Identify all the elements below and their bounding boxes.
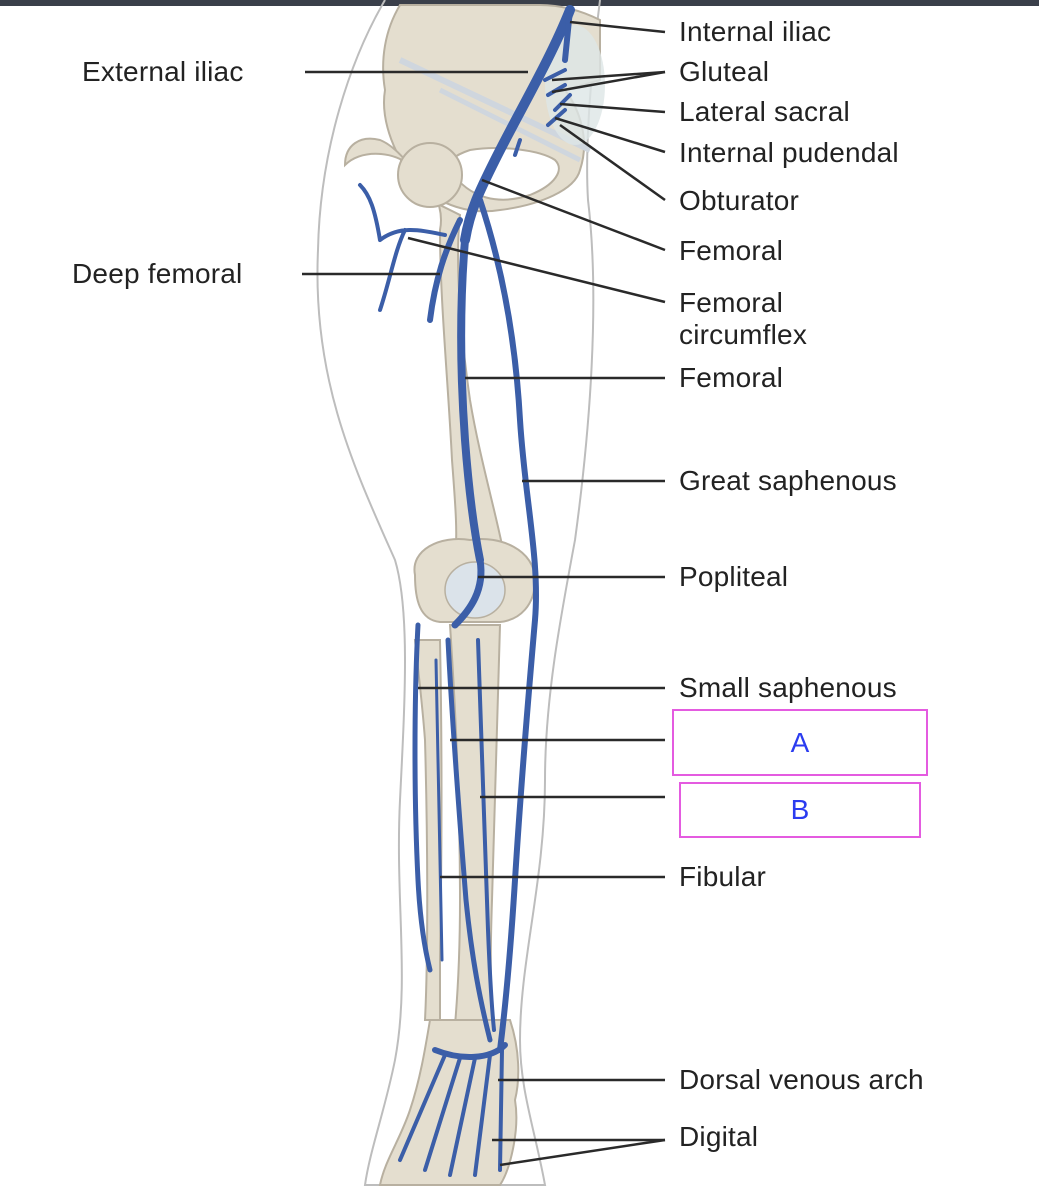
label-internal-pudendal: Internal pudendal [679, 137, 899, 168]
label-internal-iliac: Internal iliac [679, 16, 832, 47]
label-digital: Digital [679, 1121, 759, 1152]
vein-deep-femoral [427, 217, 463, 323]
label-lateral-sacral: Lateral sacral [679, 96, 850, 127]
top-bar [0, 0, 1039, 6]
vein-digital [398, 1048, 504, 1177]
leader-femoral-circumflex [407, 236, 666, 304]
label-obturator: Obturator [679, 185, 800, 216]
label-femoral-lower: Femoral [679, 362, 784, 393]
label-femoral-upper: Femoral [679, 235, 784, 266]
vein-lateral-sacral [553, 93, 572, 112]
leader-digital-2 [499, 1138, 666, 1167]
label-external-iliac: External iliac [82, 56, 244, 87]
vein-popliteal [451, 556, 485, 629]
leader-gluteal-1 [551, 70, 666, 82]
label-dorsal-venous-arch: Dorsal venous arch [679, 1064, 924, 1095]
vein-great-saphenous [477, 197, 540, 1053]
vein-anterior-tibial [445, 637, 493, 1043]
leg-outline [316, 0, 601, 1186]
obturator-foramen [447, 147, 560, 201]
vein-small-saphenous [412, 622, 433, 973]
foot-bones [378, 1019, 520, 1186]
label-popliteal: Popliteal [679, 561, 789, 592]
femoral-head [397, 142, 463, 208]
vein-femoral-circumflex [358, 183, 447, 312]
vein-external-iliac [460, 5, 575, 245]
leader-obturator [559, 123, 666, 202]
vein-internal-iliac [562, 7, 573, 63]
vein-femoral [457, 236, 484, 564]
vein-obturator-branch [513, 138, 522, 157]
vein-fibular [434, 658, 444, 962]
answer-box-a[interactable]: A [672, 709, 928, 776]
answer-box-b[interactable]: B [679, 782, 921, 838]
leader-internal-iliac [569, 20, 666, 34]
fibula-bone [413, 639, 443, 1021]
label-femoral-circumflex-line1: Femoral [679, 287, 784, 318]
leader-femoral-upper [481, 178, 666, 252]
label-deep-femoral: Deep femoral [72, 258, 243, 289]
label-gluteal: Gluteal [679, 56, 770, 87]
leader-gluteal-2 [551, 70, 666, 94]
label-fibular: Fibular [679, 861, 766, 892]
pubic-rail [398, 57, 592, 153]
leader-internal-pudendal [554, 116, 666, 154]
label-femoral-circumflex-line2: circumflex [679, 319, 808, 350]
label-great-saphenous: Great saphenous [679, 465, 897, 496]
label-small-saphenous: Small saphenous [679, 672, 897, 703]
vein-posterior-tibial [476, 638, 496, 1032]
leader-lateral-sacral [559, 102, 666, 114]
